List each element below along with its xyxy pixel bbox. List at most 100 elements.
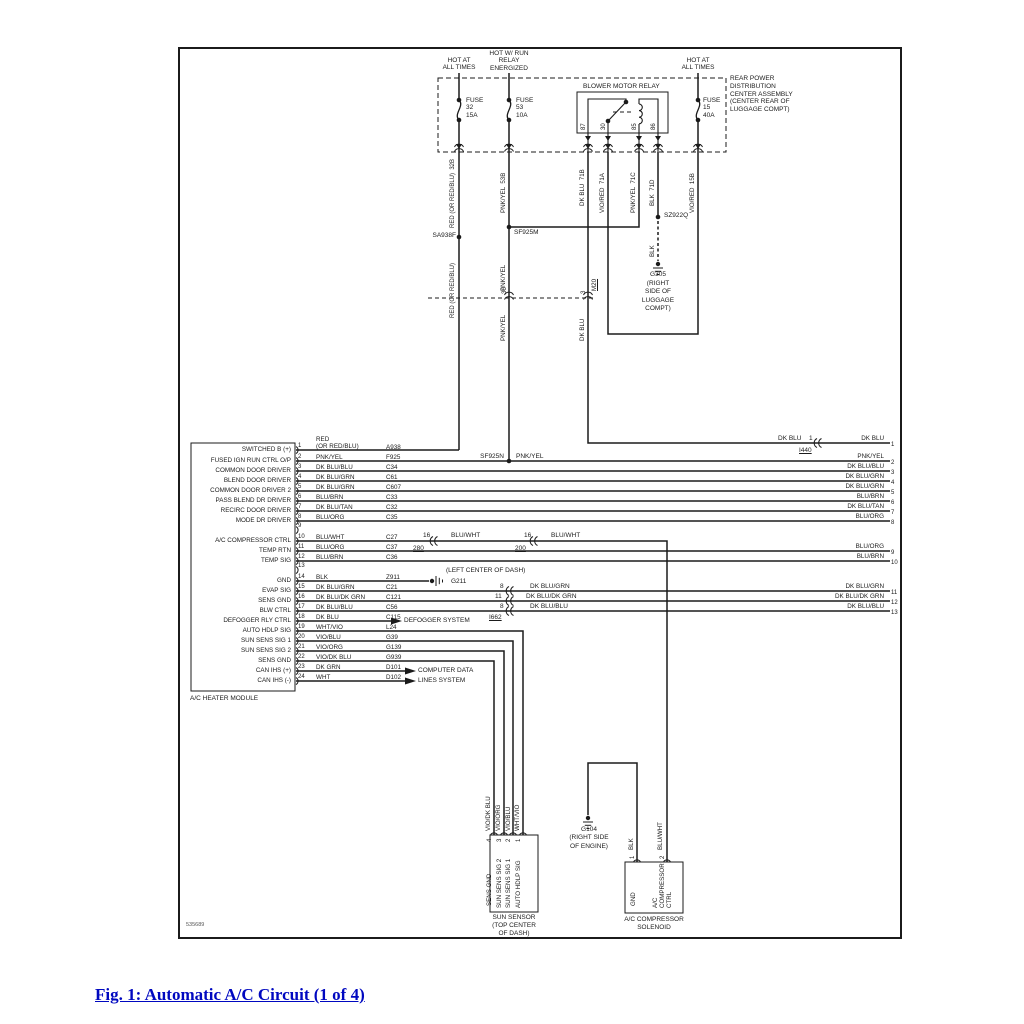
wire-label-red-32b: RED (OR RED/BLU) 32B — [450, 158, 456, 228]
wire-label-viored-71a: VIO/RED 71A — [599, 173, 606, 213]
right-edge-pin-1-number: 1 — [891, 442, 895, 448]
wire-label-bluwht-2: BLU/WHT — [551, 532, 581, 539]
arrow-exit-53b — [506, 144, 512, 149]
ground-g305 — [653, 261, 663, 275]
module-pin-24-bump — [295, 677, 299, 685]
figure-caption-link[interactable]: Fig. 1: Automatic A/C Circuit (1 of 4) — [95, 985, 365, 1004]
module-caption: A/C HEATER MODULE — [190, 695, 259, 702]
solenoid-int-gnd: GND — [630, 892, 637, 906]
wire-pnkyel-71c — [509, 152, 640, 228]
arrow-exit-15b — [695, 144, 701, 149]
feed-label-hot-run: HOT W/ RUN RELAY ENERGIZED — [489, 50, 529, 72]
module-pin-16-circuit: C121 — [386, 593, 402, 601]
right-edge-pin-7-number: 7 — [891, 510, 895, 516]
module-pin-24-name: CAN IHS (-) — [257, 677, 291, 684]
right-edge-pin-6-label: BLU/BRN — [856, 493, 884, 500]
module-pin-17-color: DK BLU/BLU — [316, 603, 353, 611]
module-pin-19-circuit: L24 — [386, 623, 397, 631]
module-pin-2-bump — [295, 457, 299, 465]
module-pin-12-name: TEMP SIG — [261, 557, 291, 564]
sun-pin-1: 1 — [516, 838, 522, 842]
lines-system-label: LINES SYSTEM — [418, 677, 466, 684]
arrow-exit-71b — [585, 144, 591, 149]
module-pin-20-name: SUN SENS SIG 1 — [240, 637, 291, 644]
module-pin-14-name: GND — [277, 577, 291, 584]
module-pin-19-number: 19 — [298, 623, 305, 630]
wire-label-dkbludkgrn-mid: DK BLU/DK GRN — [526, 593, 577, 600]
wire-row10-bluwht — [296, 540, 668, 862]
module-pin-1-circuit: A938 — [386, 443, 401, 451]
relay-pin-85: 85 — [632, 123, 638, 130]
module-pin-14-bump — [295, 577, 299, 585]
connector-m20-pnkyel — [504, 291, 514, 300]
right-edge-pin-11-label: DK BLU/GRN — [845, 583, 885, 590]
module-pin-5-bump — [295, 487, 299, 495]
module-pin-6-number: 6 — [298, 493, 302, 500]
wire-label-blk-sol: BLK — [628, 838, 635, 850]
sun-sensor-pin1-bump — [519, 832, 527, 836]
module-pin-1-color: RED (OR RED/BLU) — [316, 436, 359, 450]
module-pin-17-name: BLW CTRL — [259, 607, 291, 614]
ground-g211 — [429, 576, 443, 586]
arrow-exit-32b — [456, 144, 462, 149]
module-pin-10-bump — [295, 537, 299, 545]
sun-sensor-pin2-bump — [509, 832, 517, 836]
wire-label-dkblu-left: DK BLU — [778, 435, 802, 442]
module-pin-10-color: BLU/WHT — [316, 533, 345, 541]
arrow-exit-71c — [636, 144, 642, 149]
fuse-53 — [506, 99, 512, 121]
module-pin-2-color: PNK/YEL — [316, 453, 343, 461]
right-edge-pin-2-label: PNK/YEL — [857, 453, 884, 460]
m20-pin-30: 30 — [501, 287, 508, 294]
module-pin-4-color: DK BLU/GRN — [316, 473, 355, 481]
connector-280 — [429, 536, 438, 546]
sun-int-sens-gnd: SENS GND — [486, 873, 493, 906]
wire-blk-solenoid-gnd — [587, 762, 638, 862]
connector-i440-pin: 1 — [809, 435, 813, 442]
connector-200 — [529, 536, 538, 546]
sun-sensor-box — [489, 834, 539, 913]
module-pin-14-circuit: Z911 — [386, 573, 400, 581]
wire-label-bluwht-sol: BLU/WHT — [657, 822, 664, 850]
relay-pin-87: 87 — [581, 123, 587, 130]
connector-m20-dkblu — [583, 291, 593, 300]
connector-i662-pin: 8 — [500, 603, 504, 610]
ground-g104 — [583, 815, 593, 829]
module-pin-11-bump — [295, 547, 299, 555]
module-pin-17-bump — [295, 607, 299, 615]
feed-label-hot-left: HOT AT ALL TIMES — [442, 57, 476, 72]
module-pin-5-circuit: C607 — [386, 483, 402, 491]
module-pin-2-circuit: F925 — [386, 453, 401, 461]
module-pin-1-bump — [295, 446, 299, 454]
arrow-relay-30 — [605, 136, 611, 141]
module-pin-10-circuit: C27 — [386, 533, 398, 541]
wire-row22-viodkblu — [296, 660, 495, 835]
module-pin-15-bump — [295, 587, 299, 595]
module-pin-24-number: 24 — [298, 673, 305, 680]
module-pin-16-number: 16 — [298, 593, 305, 600]
fuse-32 — [456, 99, 462, 121]
blower-relay-box — [576, 91, 669, 134]
module-pin-21-bump — [295, 647, 299, 655]
blower-relay-title: BLOWER MOTOR RELAY — [583, 83, 660, 90]
module-pin-19-color: WHT/VIO — [316, 623, 343, 631]
right-edge-pin-3-label: DK BLU/BLU — [847, 463, 884, 470]
right-edge-pin-4-number: 4 — [891, 480, 895, 486]
splice-sz922q-dot — [655, 214, 661, 220]
g211-location-note: (LEFT CENTER OF DASH) — [446, 567, 526, 574]
connector-row16-pin: 11 — [495, 593, 502, 600]
arrow-can-minus — [405, 677, 416, 685]
module-pin-4-number: 4 — [298, 473, 302, 480]
module-pin-11-name: TEMP RTN — [259, 547, 291, 554]
right-edge-pin-4-label: DK BLU/GRN — [845, 473, 885, 480]
module-pin-20-circuit: G39 — [386, 633, 398, 641]
module-pin-23-circuit: D101 — [386, 663, 402, 671]
relay-arm-dot — [605, 118, 611, 124]
splice-sf925n-label: SF925N — [480, 453, 504, 460]
arrow-exit-71a — [605, 144, 611, 149]
module-pin-15-color: DK BLU/GRN — [316, 583, 355, 591]
module-pin-6-circuit: C33 — [386, 493, 398, 501]
connector-i662-name: I662 — [489, 614, 502, 621]
wire-label-viodkblu: VIO/DK BLU — [485, 796, 492, 831]
